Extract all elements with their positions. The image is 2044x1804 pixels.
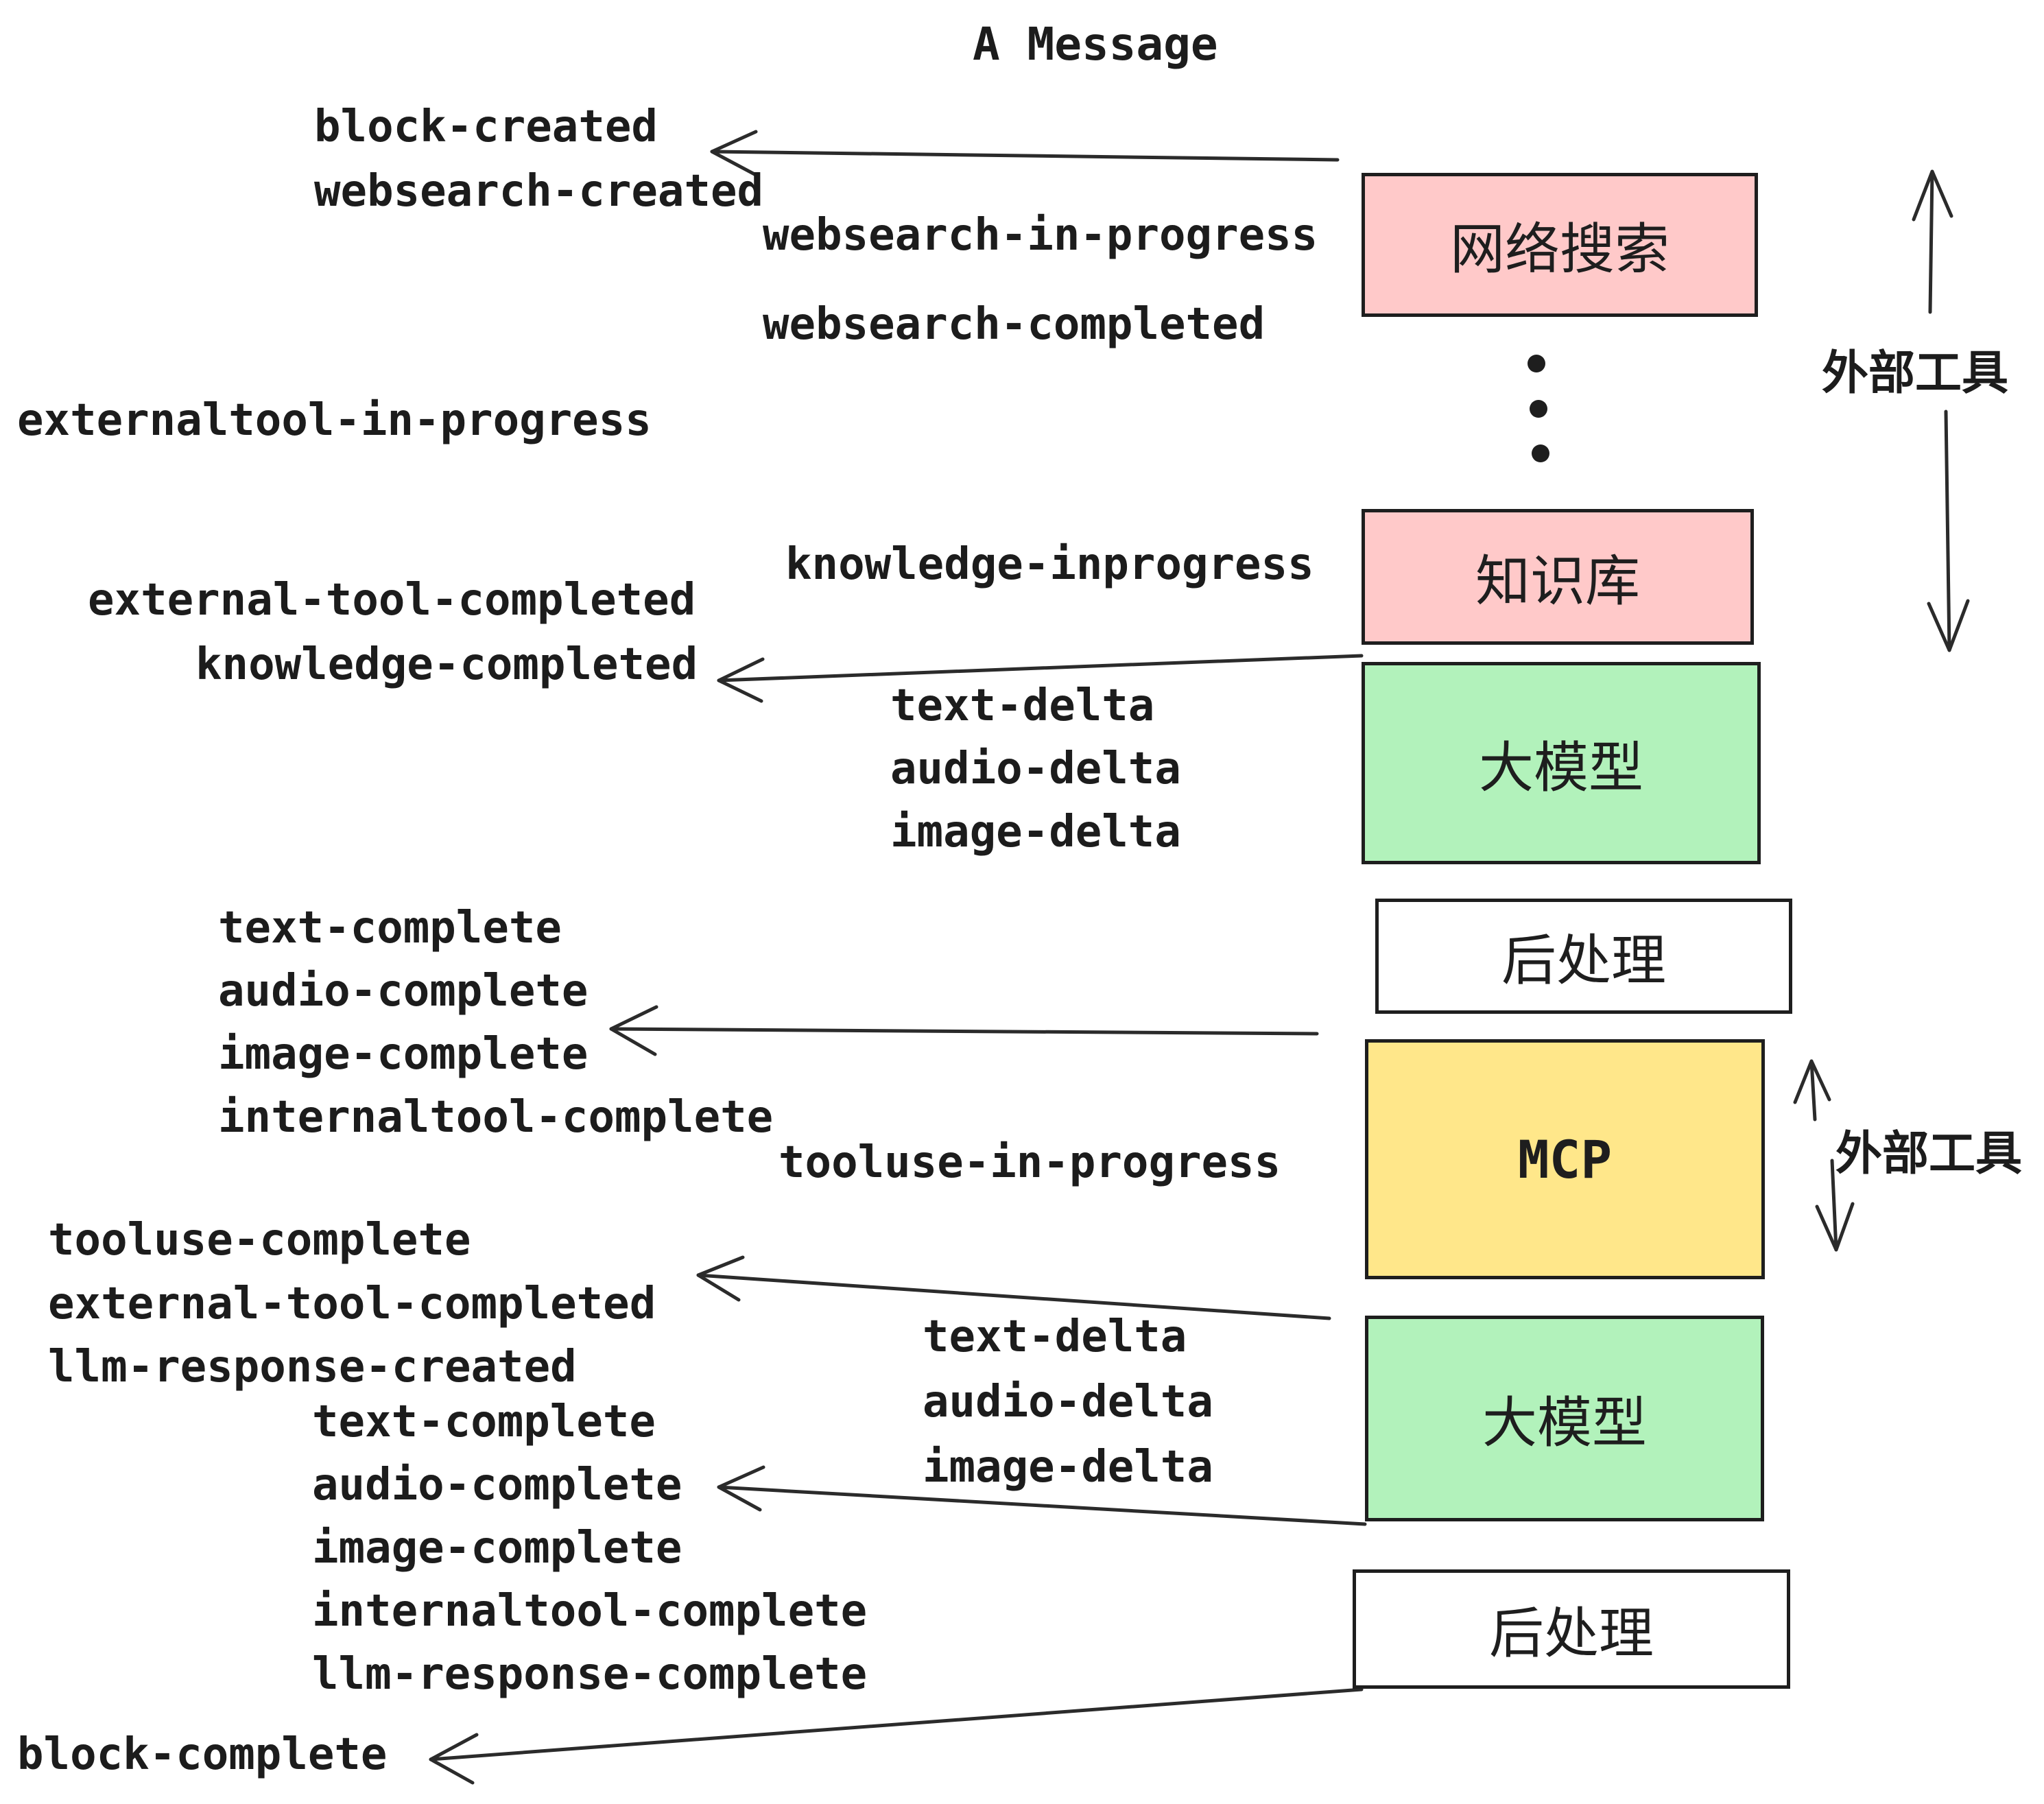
box-mcp: MCP — [1365, 1039, 1765, 1279]
box-postprocess-1: 后处理 — [1375, 899, 1792, 1014]
event-websearch-completed: websearch-completed — [763, 299, 1265, 350]
event-external-tool-completed: external-tool-completed — [88, 575, 696, 626]
event-websearch-in-progress: websearch-in-progress — [763, 210, 1318, 261]
event-block-complete: block-complete — [17, 1729, 388, 1780]
arrow-knowledge-completed — [717, 654, 1364, 703]
event-audio-complete-2: audio-complete — [312, 1460, 682, 1510]
arrow-internal-complete — [609, 1005, 1319, 1056]
external-tools-up-arrow — [1912, 169, 1953, 314]
box-llm-1: 大模型 — [1362, 662, 1761, 864]
mcp-external-tools-up-arrow — [1793, 1059, 1831, 1121]
event-image-complete: image-complete — [218, 1029, 589, 1080]
ellipsis-dots-icon — [1528, 355, 1549, 462]
event-externaltool-in-progress: externaltool-in-progress — [17, 395, 652, 446]
event-tooluse-in-progress: tooluse-in-progress — [779, 1137, 1281, 1188]
event-image-complete-2: image-complete — [312, 1523, 682, 1574]
event-knowledge-inprogress: knowledge-inprogress — [785, 539, 1314, 590]
event-image-delta: image-delta — [890, 807, 1181, 857]
event-audio-delta-2: audio-delta — [923, 1377, 1213, 1427]
arrow-websearch-created — [710, 130, 1340, 176]
arrow-block-complete — [429, 1687, 1364, 1785]
external-tools-label-1: 外部工具 — [1822, 346, 2009, 401]
page-title: A Message — [973, 18, 1218, 71]
event-block-created: block-created — [314, 102, 658, 152]
event-websearch-created: websearch-created — [314, 166, 764, 217]
event-image-delta-2: image-delta — [923, 1442, 1213, 1493]
box-postprocess-2: 后处理 — [1353, 1569, 1790, 1689]
event-audio-delta: audio-delta — [890, 744, 1181, 794]
event-tooluse-complete: tooluse-complete — [48, 1215, 471, 1266]
event-text-complete: text-complete — [218, 903, 562, 953]
event-internaltool-complete: internaltool-complete — [218, 1092, 774, 1143]
event-knowledge-completed: knowledge-completed — [195, 639, 698, 690]
box-llm-2: 大模型 — [1365, 1316, 1764, 1521]
box-knowledge: 知识库 — [1362, 509, 1754, 645]
mcp-external-tools-down-arrow — [1815, 1159, 1855, 1252]
event-llm-response-complete: llm-response-complete — [312, 1649, 868, 1700]
box-websearch: 网络搜索 — [1362, 173, 1758, 317]
event-text-complete-2: text-complete — [312, 1397, 656, 1447]
event-external-tool-completed-2: external-tool-completed — [48, 1279, 656, 1329]
event-text-delta-2: text-delta — [923, 1312, 1187, 1362]
external-tools-label-2: 外部工具 — [1835, 1127, 2023, 1181]
external-tools-down-arrow — [1927, 410, 1970, 652]
arrow-tooluse-complete — [696, 1255, 1331, 1320]
event-llm-response-created: llm-response-created — [48, 1342, 577, 1392]
event-audio-complete: audio-complete — [218, 966, 589, 1017]
arrow-llm-complete — [717, 1465, 1367, 1526]
event-internaltool-complete-2: internaltool-complete — [312, 1586, 868, 1637]
event-text-delta: text-delta — [890, 680, 1155, 731]
